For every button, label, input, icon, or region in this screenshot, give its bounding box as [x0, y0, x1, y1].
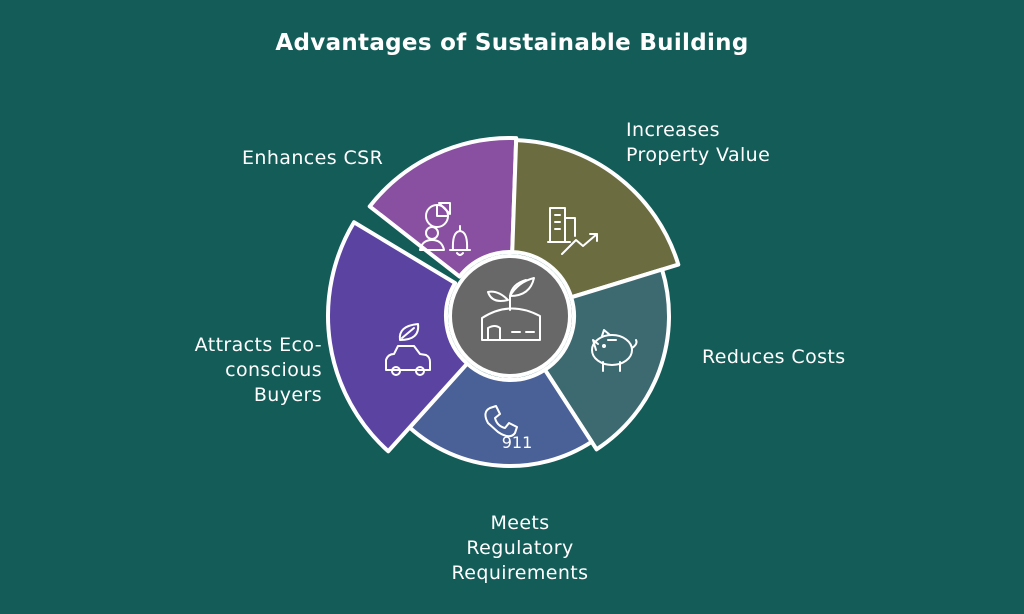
diagram-title: Advantages of Sustainable Building	[275, 30, 749, 56]
pie-chart-person-bell-icon	[419, 202, 471, 256]
wedge-property	[510, 138, 681, 300]
green-building-leaf-icon	[481, 277, 541, 341]
wedge-eco	[326, 220, 470, 454]
label-increases-property-value: Increases Property Value	[626, 119, 771, 166]
wedge-costs	[542, 267, 671, 452]
phone-911-icon: 911	[484, 405, 533, 452]
label-reduces-costs: Reduces Costs	[702, 346, 846, 368]
piggy-bank-icon	[591, 329, 638, 372]
wedge-regulatory	[407, 361, 594, 468]
car-leaf-icon	[385, 323, 431, 376]
building-growth-arrow-icon	[547, 207, 598, 255]
label-enhances-csr: Enhances CSR	[242, 147, 384, 169]
center-circle	[448, 254, 572, 378]
label-meets-regulatory-requirements: Meets Regulatory Requirements	[451, 512, 589, 584]
center-hub	[448, 254, 572, 378]
icon-911-text: 911	[502, 433, 533, 452]
label-attracts-eco-conscious-buyers: Attracts Eco- conscious Buyers	[194, 334, 322, 406]
